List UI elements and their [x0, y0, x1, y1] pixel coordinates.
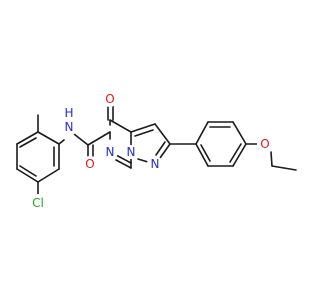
bond	[115, 159, 132, 169]
keto-oxygen-label: O	[105, 92, 114, 106]
bond	[73, 133, 89, 146]
bond	[232, 121, 247, 145]
bond	[87, 131, 111, 146]
bond	[109, 119, 132, 133]
bond	[154, 123, 171, 145]
bond	[16, 131, 39, 145]
pyrazole-n-label: N	[151, 157, 160, 171]
bond	[58, 139, 65, 145]
bond	[159, 143, 171, 159]
amide-nh-h-label: H	[64, 106, 73, 120]
pyrazinone-n-label: N	[106, 145, 115, 159]
molecule-structure: N H O N N N O O Cl	[16, 91, 297, 212]
bond	[130, 123, 156, 133]
bond	[134, 129, 154, 137]
bond	[137, 158, 149, 163]
chlorine-label: Cl	[32, 196, 44, 210]
bond	[37, 131, 60, 145]
bond	[16, 168, 39, 183]
amide-nh-n-label: N	[65, 120, 74, 134]
atom-labels: N H O N N N O O Cl	[29, 91, 273, 212]
bond	[229, 143, 242, 163]
bond	[19, 137, 37, 148]
bond	[195, 121, 209, 145]
bond	[232, 143, 247, 167]
amide-oxygen-label: O	[85, 157, 94, 171]
bond	[271, 165, 297, 171]
bond	[115, 154, 132, 164]
bond	[270, 151, 273, 167]
ether-oxygen-label: O	[260, 137, 269, 151]
bond	[200, 144, 211, 162]
bond	[19, 165, 37, 177]
bond	[37, 168, 60, 183]
bond	[155, 141, 166, 156]
bond-layer	[16, 105, 297, 196]
bridgehead-n-label: N	[127, 145, 136, 159]
bond	[195, 143, 209, 167]
